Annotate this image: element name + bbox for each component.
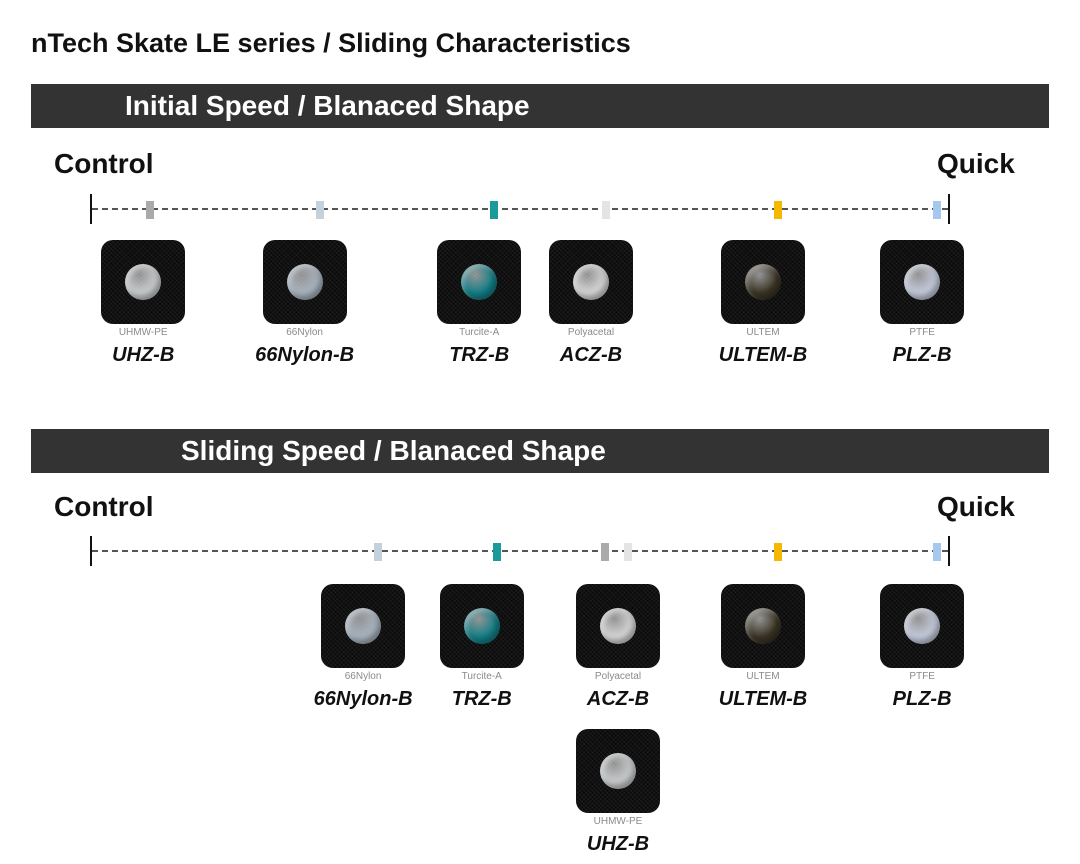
material-label: ULTEM: [746, 327, 780, 338]
axis-dashed-line: [92, 550, 948, 552]
axis-end-right: [948, 194, 950, 224]
axis-label-control: Control: [54, 148, 154, 179]
axis-end-right: [948, 536, 950, 566]
skate-chip-66nylon-b: [321, 584, 406, 668]
material-label: 66Nylon: [344, 671, 382, 682]
product-name: ACZ-B: [559, 344, 623, 366]
axis-end-left: [90, 536, 92, 566]
product-name: UHZ-B: [586, 833, 650, 855]
product-name: ULTEM-B: [718, 344, 808, 366]
material-label: ULTEM: [746, 671, 780, 682]
skate-dot: [463, 608, 500, 644]
skate-chip-acz-b: [576, 584, 660, 668]
axis-dashed-line: [92, 208, 948, 210]
material-label: PTFE: [909, 671, 935, 682]
material-label: Turcite-A: [459, 327, 500, 338]
product-name: PLZ-B: [892, 688, 952, 710]
product-name: PLZ-B: [892, 344, 952, 366]
axis-marker-ultem-b: [774, 543, 782, 561]
axis-marker-66nylon-b: [315, 201, 324, 219]
skate-chip-ultem-b: [721, 584, 805, 668]
skate-dot: [745, 264, 781, 300]
skate-dot: [573, 264, 609, 300]
page-title: nTech Skate LE series / Sliding Characte…: [31, 28, 631, 58]
axis-marker-trz-b: [490, 201, 499, 219]
skate-dot: [600, 608, 636, 644]
axis-end-left: [90, 194, 92, 224]
material-label: PTFE: [909, 327, 935, 338]
axis-marker-acz-b: [624, 543, 633, 561]
product-name: 66Nylon-B: [255, 344, 355, 366]
speed-axis: [90, 536, 950, 566]
material-label: UHMW-PE: [118, 327, 168, 338]
skate-dot: [125, 264, 162, 300]
skate-dot: [904, 264, 941, 300]
axis-marker-trz-b: [492, 543, 501, 561]
skate-chip-uhz-b: [576, 729, 660, 813]
skate-dot: [904, 608, 941, 644]
skate-dot: [286, 264, 323, 300]
skate-chip-acz-b: [549, 240, 633, 324]
material-label: Polyacetal: [594, 671, 642, 682]
skate-chip-trz-b: [439, 584, 524, 668]
skate-dot: [600, 753, 636, 789]
speed-axis: [90, 194, 950, 224]
axis-label-quick: Quick: [937, 148, 1015, 179]
axis-marker-uhz-b: [601, 543, 610, 561]
product-name: TRZ-B: [451, 688, 512, 710]
skate-chip-plz-b: [880, 584, 965, 668]
product-name: ACZ-B: [586, 688, 650, 710]
product-name: ULTEM-B: [718, 688, 808, 710]
material-label: UHMW-PE: [593, 816, 643, 827]
product-name: TRZ-B: [449, 344, 510, 366]
skate-dot: [745, 608, 781, 644]
axis-marker-66nylon-b: [374, 543, 383, 561]
axis-marker-plz-b: [933, 543, 942, 561]
axis-marker-acz-b: [602, 201, 610, 219]
axis-marker-plz-b: [933, 201, 942, 219]
skate-chip-uhz-b: [101, 240, 186, 324]
product-name: UHZ-B: [112, 344, 175, 366]
skate-chip-ultem-b: [721, 240, 805, 324]
section-heading: Initial Speed / Blanaced Shape: [31, 84, 1049, 128]
skate-chip-plz-b: [880, 240, 965, 324]
axis-label-quick: Quick: [937, 491, 1015, 522]
material-label: Polyacetal: [567, 327, 615, 338]
axis-marker-uhz-b: [146, 201, 155, 219]
skate-chip-trz-b: [437, 240, 522, 324]
axis-label-control: Control: [54, 491, 154, 522]
skate-chip-66nylon-b: [262, 240, 347, 324]
material-label: Turcite-A: [461, 671, 502, 682]
axis-marker-ultem-b: [774, 201, 782, 219]
skate-dot: [345, 608, 382, 644]
section-heading: Sliding Speed / Blanaced Shape: [31, 429, 1049, 473]
product-name: 66Nylon-B: [313, 688, 413, 710]
material-label: 66Nylon: [286, 327, 323, 338]
skate-dot: [461, 264, 498, 300]
